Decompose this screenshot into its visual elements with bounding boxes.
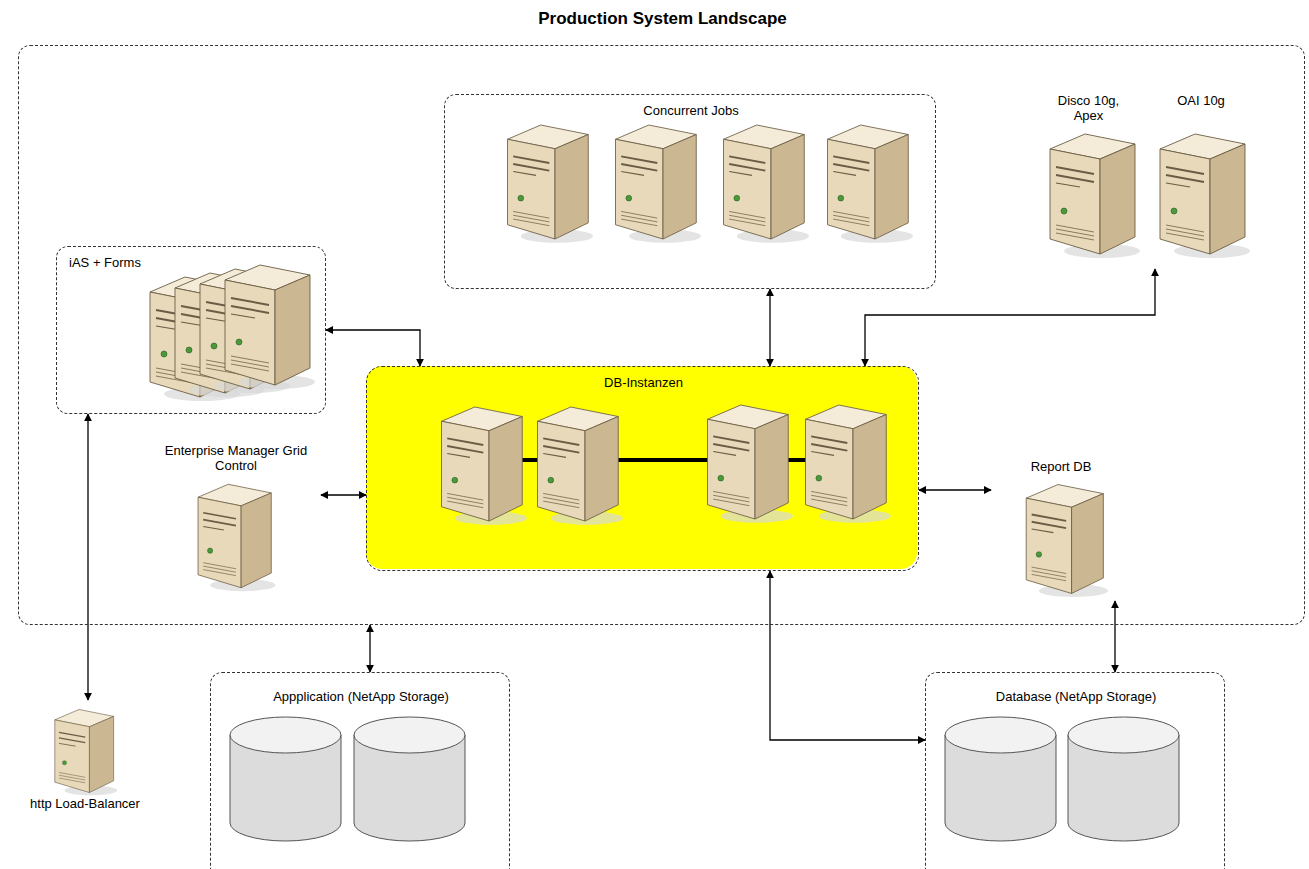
- server-icon: [508, 125, 594, 243]
- landscape-title: Production System Landscape: [538, 9, 786, 28]
- server-node: OAI 10g: [1151, 89, 1251, 269]
- server-icon: [55, 709, 117, 795]
- connector-arrow: [87, 414, 88, 700]
- server-icon: [1160, 134, 1250, 258]
- group-box: DB-Instanzen: [366, 366, 919, 571]
- connector-arrow: [769, 289, 770, 366]
- node-text: OAI 10g: [1177, 93, 1225, 108]
- node-text: iAS + Forms: [69, 255, 141, 270]
- server-node: Report DB: [991, 453, 1131, 601]
- node-text: Disco 10g, Apex: [1058, 93, 1119, 123]
- node-label: OAI 10g: [1156, 93, 1246, 108]
- server-icon: [806, 405, 892, 523]
- node-label: Report DB: [999, 459, 1123, 474]
- node-label: Disco 10g, Apex: [1044, 93, 1134, 123]
- node-label: Appplication (NetApp Storage): [219, 689, 503, 704]
- disk-cylinder: [354, 717, 465, 841]
- node-text: http Load-Balancer: [30, 796, 140, 811]
- connector-arrow: [919, 489, 991, 490]
- group-box: Appplication (NetApp Storage): [210, 672, 510, 869]
- server-node: Disco 10g, Apex: [1031, 89, 1146, 269]
- node-label: Concurrent Jobs: [453, 103, 929, 118]
- connector-arrow: [1114, 601, 1115, 672]
- node-text: Report DB: [1031, 459, 1092, 474]
- server-node: http Load-Balancer: [20, 700, 150, 830]
- disk-cylinder: [945, 717, 1056, 841]
- connector-arrow: [321, 494, 366, 495]
- server-icon: [1026, 485, 1108, 598]
- disk-cylinder: [230, 717, 341, 841]
- node-label: iAS + Forms: [65, 255, 145, 270]
- node-label: DB-Instanzen: [375, 375, 912, 390]
- connector-arrow: [369, 625, 370, 672]
- group-box: Concurrent Jobs: [444, 94, 936, 289]
- node-text: Appplication (NetApp Storage): [273, 689, 449, 704]
- node-text: Enterprise Manager Grid Control: [165, 443, 307, 473]
- connector-arrow: [326, 330, 420, 366]
- node-text: Concurrent Jobs: [643, 103, 738, 118]
- cluster-link: [480, 458, 850, 462]
- group-box: Production System LandscapeConcurrent Jo…: [18, 45, 1305, 625]
- node-label: Database (NetApp Storage): [934, 689, 1218, 704]
- group-box: Database (NetApp Storage): [925, 672, 1225, 869]
- server-icon: [724, 125, 810, 243]
- node-text: Database (NetApp Storage): [996, 689, 1156, 704]
- server-icon: [616, 125, 702, 243]
- server-icon: [538, 407, 624, 525]
- server-node: Enterprise Manager Grid Control: [151, 441, 321, 591]
- server-icon: [1050, 134, 1140, 258]
- connector-arrow: [865, 269, 1155, 366]
- node-text: DB-Instanzen: [604, 375, 683, 390]
- server-icon: [198, 484, 276, 591]
- disk-cylinder: [1068, 717, 1179, 841]
- node-label: Enterprise Manager Grid Control: [156, 443, 316, 473]
- server-icon: [442, 407, 528, 525]
- server-icon: [828, 125, 914, 243]
- connector-arrow: [770, 571, 925, 740]
- group-box: iAS + Forms: [56, 246, 326, 414]
- server-icon: [225, 265, 315, 389]
- db-region-fill: [366, 366, 917, 569]
- node-label: http Load-Balancer: [25, 796, 145, 811]
- node-label: Production System Landscape: [363, 9, 963, 29]
- server-icon: [708, 405, 794, 523]
